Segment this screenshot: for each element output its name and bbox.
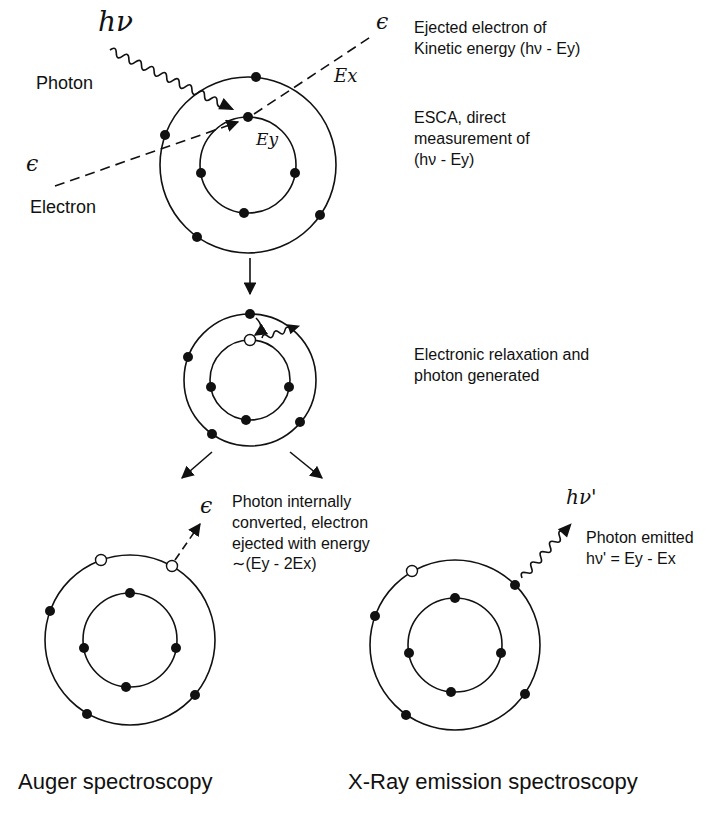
method-caption: X-Ray emission spectroscopy [348,768,638,797]
annotation: ESCA, direct measurement of (hν - Ey) [414,108,544,170]
inner-shell [200,117,296,213]
outer-shell [370,560,540,730]
energy-level-label: Ey [256,128,278,150]
inner-shell [210,340,290,420]
inner-shell [408,598,502,692]
photon-wave [108,45,235,113]
outer-shell [45,555,215,725]
electron-path [254,36,372,114]
photon-symbol: hν [98,4,133,40]
annotation: Photon emitted hν' = Ey - Ex [586,528,706,570]
particle-label: Photon [36,72,93,95]
photon-wave [518,521,574,581]
electron-path [175,524,200,560]
energy-level-label: Ex [334,64,357,87]
flow-arrow [249,258,251,294]
photon-wave [261,322,300,341]
annotation: Photon internally converted, electron ej… [232,492,372,575]
flow-arrow [290,452,322,478]
outer-shell [184,314,316,446]
electron-symbol: ϵ [26,150,38,179]
photon-symbol: hν' [566,484,597,510]
inner-shell [83,593,177,687]
electron-symbol: ϵ [376,8,388,37]
annotation: Ejected electron of Kinetic energy (hν -… [414,18,594,60]
electrons [45,72,530,720]
electron-path [55,122,238,186]
annotation: Electronic relaxation and photon generat… [414,345,624,387]
flow-arrow [182,452,212,478]
method-caption: Auger spectroscopy [18,768,212,797]
vacancies [96,335,418,577]
transition-arrow [255,318,261,335]
outer-shell [160,77,336,253]
electron-symbol: ϵ [200,492,212,521]
particle-label: Electron [30,196,96,219]
